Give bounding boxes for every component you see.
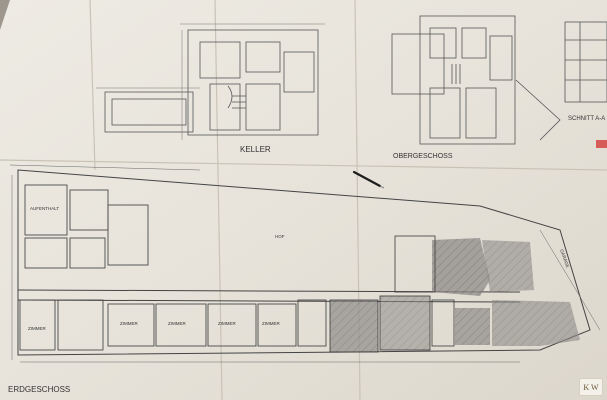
erdgeschoss-title: ERDGESCHOSS [8,385,70,394]
label-garage: GARAGE [559,249,570,269]
obergeschoss-title: OBERGESCHOSS [393,153,453,160]
label-zimmer-5: ZIMMER [262,321,280,326]
label-zimmer-2: ZIMMER [120,321,138,326]
schnitt-title: SCHNITT A-A [568,116,605,122]
erdgeschoss-zimmer-row [107,299,327,347]
erdgeschoss-dimensions [9,164,601,363]
erdgeschoss-hatched-area [330,238,580,352]
erdgeschoss-left-rooms [19,184,149,351]
keller-plan [104,29,319,136]
keller-title: KELLER [240,145,271,154]
schnitt-section [564,21,607,103]
label-zimmer-3: ZIMMER [168,321,186,326]
red-corner-mark [596,140,607,148]
pen [352,170,385,189]
label-zimmer-1: ZIMMER [28,326,46,331]
label-aufenthalt: AUFENTHALT [30,206,59,211]
label-hof: HOF [275,234,285,239]
keller-dimensions [96,23,325,140]
watermark-logo: K W [579,378,603,396]
label-zimmer-4: ZIMMER [218,321,236,326]
obergeschoss-plan [391,15,561,145]
erdgeschoss-right-rooms [329,235,455,353]
